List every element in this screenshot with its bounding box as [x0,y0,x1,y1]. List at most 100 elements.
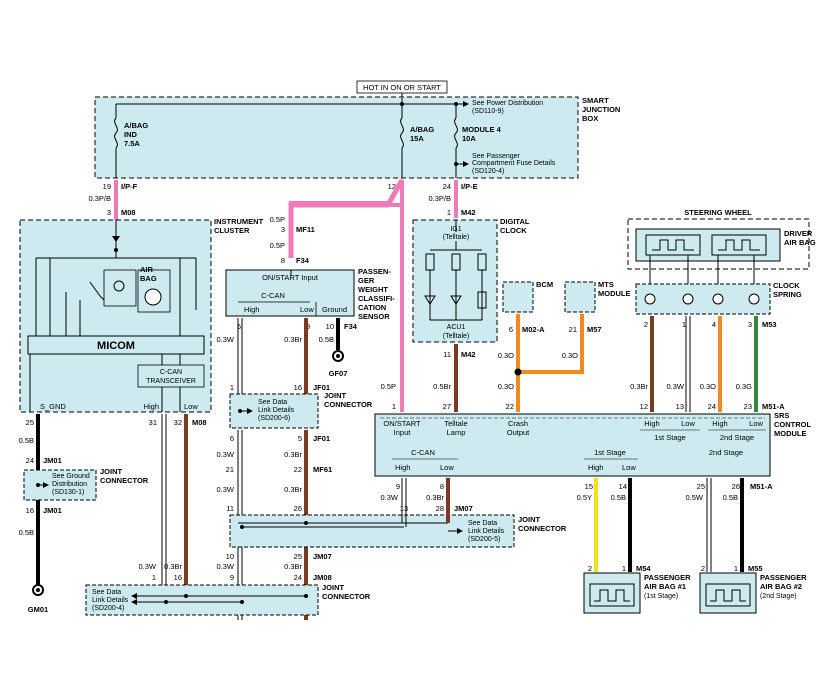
svg-text:4: 4 [712,320,716,329]
svg-text:See Data: See Data [258,399,287,406]
svg-text:AIR: AIR [140,265,154,274]
svg-text:(SD200-4): (SD200-4) [92,605,124,612]
svg-text:0.5P: 0.5P [270,241,285,250]
svg-text:Low: Low [681,419,695,428]
svg-text:Telltale: Telltale [444,419,467,428]
svg-text:1: 1 [392,402,396,411]
svg-text:1: 1 [622,564,626,573]
svg-text:SPRING: SPRING [773,290,802,299]
svg-text:M54: M54 [636,564,651,573]
svg-text:TRANSCEIVER: TRANSCEIVER [146,378,196,385]
svg-text:ON/START Input: ON/START Input [262,273,319,282]
svg-text:6: 6 [230,434,234,443]
svg-text:(Telltale): (Telltale) [443,333,469,340]
svg-text:JOINT: JOINT [100,467,123,476]
svg-text:11: 11 [226,504,234,513]
svg-text:26: 26 [294,504,302,513]
svg-text:See Passenger: See Passenger [472,153,521,160]
svg-text:JOINT: JOINT [322,583,345,592]
svg-text:(Telltale): (Telltale) [443,234,469,241]
svg-text:0.5B: 0.5B [19,528,34,537]
svg-text:JF01: JF01 [313,383,330,392]
svg-text:JM08: JM08 [313,573,332,582]
jm08-joint-connector: JOINT CONNECTOR See Data Link Details (S… [85,583,371,616]
svg-text:PASSENGER: PASSENGER [760,573,807,582]
svg-text:DIGITAL: DIGITAL [500,217,530,226]
svg-text:2nd Stage: 2nd Stage [720,433,754,442]
svg-text:0.5B: 0.5B [19,436,34,445]
svg-text:See Data: See Data [92,589,121,596]
svg-text:WEIGHT: WEIGHT [358,285,388,294]
svg-text:5: 5 [298,434,302,443]
svg-text:Low: Low [300,305,314,314]
svg-text:1: 1 [230,383,234,392]
svg-text:28: 28 [436,504,444,513]
svg-text:1st Stage: 1st Stage [594,448,626,457]
svg-text:High: High [588,463,603,472]
svg-text:10: 10 [226,552,234,561]
pink-wires [114,178,458,412]
svg-text:C-CAN: C-CAN [160,369,182,376]
srs-control-module: SRS CONTROL MODULE ON/START Input Tellta… [374,411,811,477]
svg-text:0.3Br: 0.3Br [284,335,302,344]
svg-text:12: 12 [640,402,648,411]
svg-text:10: 10 [326,322,334,331]
svg-text:27: 27 [443,402,451,411]
svg-text:JF01: JF01 [313,434,330,443]
svg-text:24: 24 [708,402,716,411]
svg-text:BCM: BCM [536,280,553,289]
svg-text:0.3O: 0.3O [562,351,578,360]
svg-text:BAG: BAG [140,274,157,283]
svg-text:S_GND: S_GND [40,402,66,411]
svg-text:MODULE: MODULE [774,429,807,438]
svg-text:0.3Br: 0.3Br [164,562,182,571]
svg-text:0.5P: 0.5P [270,215,285,224]
svg-text:M53: M53 [762,320,777,329]
svg-text:0.5B: 0.5B [319,335,334,344]
svg-text:CLASSIFI-: CLASSIFI- [358,294,395,303]
svg-text:0.5B: 0.5B [611,493,626,502]
svg-text:CONNECTOR: CONNECTOR [322,592,371,601]
svg-text:21: 21 [226,465,234,474]
svg-text:5: 5 [237,322,241,331]
svg-text:JM01: JM01 [43,456,62,465]
svg-text:24: 24 [443,182,451,191]
svg-text:(SD120-4): (SD120-4) [472,168,504,175]
bcm: BCM [502,280,553,313]
svg-text:32: 32 [174,418,182,427]
svg-text:PASSENGER: PASSENGER [644,573,691,582]
svg-text:8: 8 [281,256,285,265]
svg-text:16: 16 [26,506,34,515]
svg-text:AIR BAG: AIR BAG [784,238,816,247]
passenger-airbag-2: PASSENGER AIR BAG #2 (2nd Stage) [699,572,807,614]
instrument-cluster: INSTRUMENT CLUSTER AIR BAG MICOM C-CAN T… [19,217,264,413]
svg-text:1: 1 [734,564,738,573]
svg-text:AIR BAG #1: AIR BAG #1 [644,582,686,591]
svg-text:JUNCTION: JUNCTION [582,105,620,114]
svg-text:MTS: MTS [598,280,614,289]
svg-text:GM01: GM01 [28,605,48,614]
svg-text:9: 9 [230,573,234,582]
svg-text:I/P-F: I/P-F [121,182,138,191]
svg-text:Input: Input [394,428,412,437]
svg-text:IG1: IG1 [450,226,461,233]
svg-text:High: High [395,463,410,472]
svg-text:CLUSTER: CLUSTER [214,226,250,235]
svg-text:MF11: MF11 [296,225,315,234]
svg-text:C-CAN: C-CAN [261,291,285,300]
svg-text:7.5A: 7.5A [124,139,140,148]
svg-text:0.5B: 0.5B [723,493,738,502]
svg-text:See Ground: See Ground [52,473,90,480]
svg-text:1: 1 [447,208,451,217]
svg-text:0.3Br: 0.3Br [284,485,302,494]
svg-text:CONNECTOR: CONNECTOR [324,400,373,409]
svg-text:1: 1 [152,573,156,582]
svg-text:CONNECTOR: CONNECTOR [100,476,149,485]
svg-text:0.3Br: 0.3Br [426,493,444,502]
svg-text:Low: Low [440,463,454,472]
svg-text:High: High [244,305,259,314]
svg-text:Output: Output [507,428,530,437]
svg-text:3: 3 [281,225,285,234]
steering-wheel: STEERING WHEEL DRIVER AIR BAG [627,208,816,284]
ground-symbol-gm01 [32,584,44,596]
